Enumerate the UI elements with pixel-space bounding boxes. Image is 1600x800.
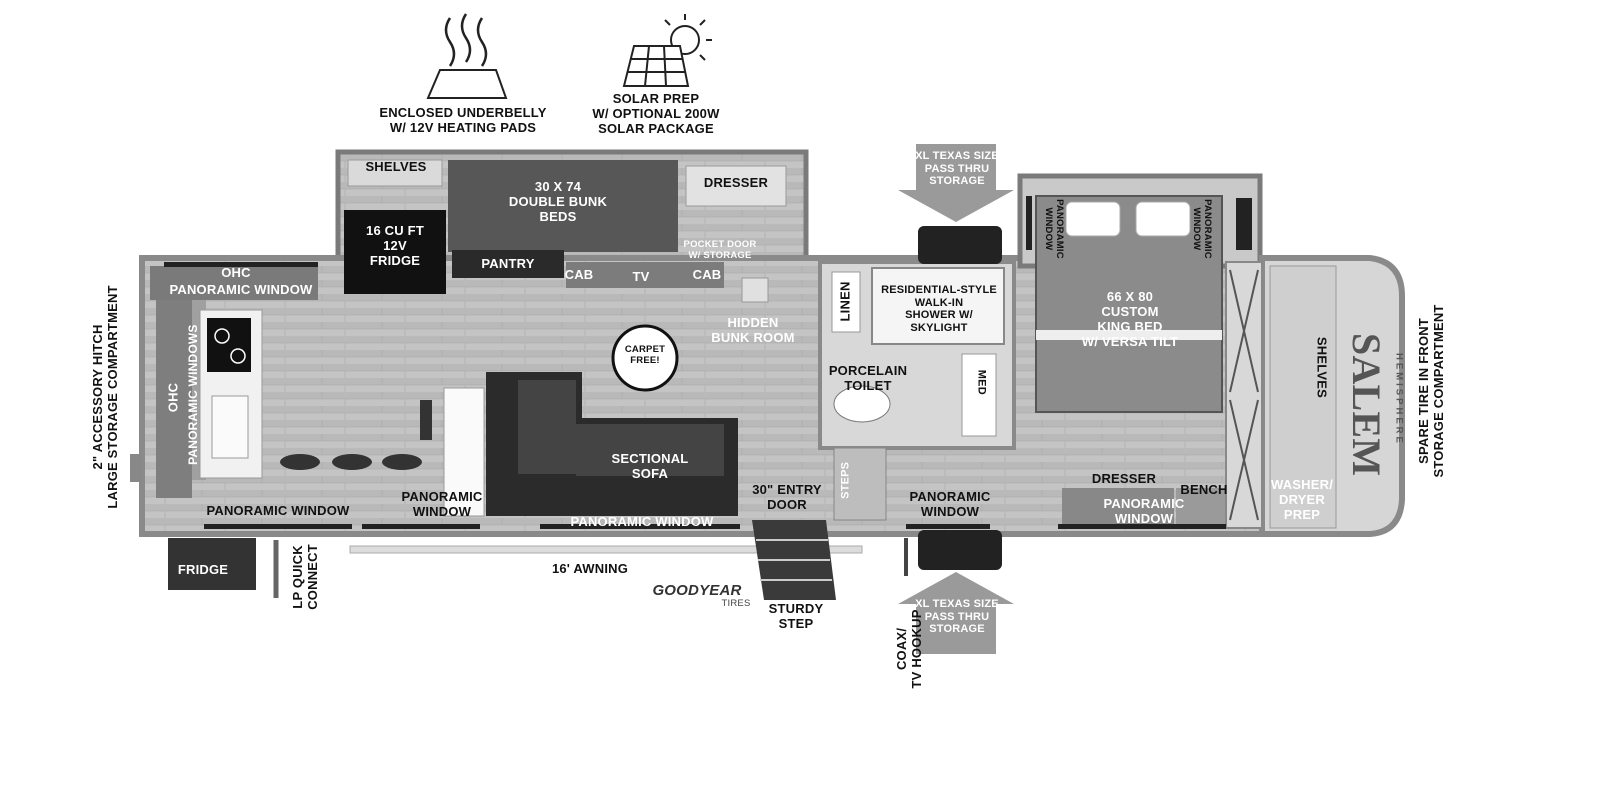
fridge-12v [344, 210, 446, 294]
label-cab-2: CAB [692, 267, 722, 282]
stool-3 [382, 454, 422, 470]
label-spare-tire: SPARE TIRE IN FRONT STORAGE COMPARTMENT [1416, 304, 1446, 478]
label-pocket-door: POCKET DOOR W/ STORAGE [683, 239, 757, 261]
label-coax: COAX/ TV HOOKUP [894, 609, 924, 689]
feature-underbelly: ENCLOSED UNDERBELLY W/ 12V HEATING PADS [379, 105, 547, 135]
label-sturdy-step: STURDY STEP [768, 601, 824, 631]
med-cabinet [961, 353, 997, 437]
label-fridge-12v: 16 CU FT 12V FRIDGE [366, 223, 424, 268]
label-hitch: 2" ACCESSORY HITCH LARGE STORAGE COMPART… [90, 285, 120, 509]
label-panoramic-window-mid: PANORAMIC WINDOW [401, 489, 483, 519]
label-xl-storage-bottom: XL TEXAS SIZE PASS THRU STORAGE [915, 598, 999, 636]
porcelain-toilet [833, 385, 891, 423]
shelves-bunk [347, 159, 443, 187]
dresser-bunk [685, 165, 787, 207]
label-steps: STEPS [839, 461, 852, 499]
label-shelves-front: SHELVES [1314, 336, 1330, 399]
stove-icon [207, 318, 251, 372]
label-shelves-bunk: SHELVES [365, 159, 427, 174]
hidden-bunk-door [741, 277, 769, 303]
dresser-bed [1062, 488, 1174, 524]
linen [831, 271, 861, 333]
label-hidden-bunk: HIDDEN BUNK ROOM [711, 315, 795, 345]
kitchen-island [443, 387, 485, 517]
label-dresser-bunk: DRESSER [703, 175, 769, 190]
label-tv: TV [632, 269, 650, 284]
ohc-side [156, 298, 192, 498]
label-lp-connect: LP QUICK CONNECT [290, 544, 320, 610]
goodyear-tires-text: TIRES [721, 598, 751, 609]
label-panoramic-windows-side: PANORAMIC WINDOWS [186, 324, 201, 465]
label-carpet-free: CARPET FREE! [624, 344, 666, 366]
chair [420, 400, 432, 440]
label-bunk-beds: 30 X 74 DOUBLE BUNK BEDS [508, 179, 608, 224]
label-sectional-sofa: SECTIONAL SOFA [611, 451, 689, 481]
label-cab-1: CAB [564, 267, 594, 282]
hemisphere-logo: HEMISPHERE [1393, 353, 1405, 446]
xl-storage-top-arrow [898, 144, 1014, 222]
ohc-top [150, 266, 318, 300]
label-ohc-top: OHC [221, 265, 251, 280]
label-ohc-side: OHC [165, 382, 181, 413]
label-king-bed: 66 X 80 CUSTOM KING BED W/ VERSA TILT [1081, 289, 1179, 349]
label-shower: RESIDENTIAL-STYLE WALK-IN SHOWER W/ SKYL… [881, 284, 997, 334]
stool-2 [332, 454, 372, 470]
bench [1176, 488, 1228, 524]
walk-in-shower [871, 267, 1005, 345]
heating-pad-icon [426, 13, 508, 99]
sturdy-step [752, 520, 836, 600]
label-toilet: PORCELAIN TOILET [828, 363, 908, 393]
label-pantry: PANTRY [481, 256, 535, 271]
xl-storage-bottom-box [918, 530, 1002, 570]
feature-solar: SOLAR PREP W/ OPTIONAL 200W SOLAR PACKAG… [592, 91, 720, 136]
label-linen: LINEN [837, 281, 853, 322]
pillow-right [1135, 201, 1191, 237]
label-dresser-bed: DRESSER [1091, 471, 1157, 486]
cabinets-tv [566, 262, 724, 288]
xl-storage-bottom-arrow [898, 572, 1014, 654]
salem-logo: SALEM [1344, 333, 1389, 477]
sink-icon [211, 395, 249, 459]
label-panoramic-bed-left: PANORAMIC WINDOW [1043, 199, 1065, 259]
solar-panel-icon [622, 14, 712, 87]
label-panoramic-bed-right: PANORAMIC WINDOW [1191, 199, 1213, 259]
label-outdoor-fridge: FRIDGE [177, 562, 229, 577]
steps [833, 447, 887, 521]
label-xl-storage-top: XL TEXAS SIZE PASS THRU STORAGE [915, 150, 999, 188]
hitch-marker [130, 454, 142, 482]
xl-storage-top-box [918, 226, 1002, 264]
pillow-left [1065, 201, 1121, 237]
label-awning: 16' AWNING [551, 561, 629, 576]
wardrobe [1225, 261, 1263, 529]
label-panoramic-bottom-left: PANORAMIC WINDOW [206, 503, 350, 518]
label-panoramic-top: PANORAMIC WINDOW [169, 282, 313, 297]
goodyear-logo: GOODYEAR [652, 582, 742, 599]
label-panoramic-bed-bottom: PANORAMIC WINDOW [1103, 496, 1185, 526]
label-bench: BENCH [1180, 482, 1228, 497]
washer-dryer [1269, 265, 1337, 529]
label-panoramic-bath: PANORAMIC WINDOW [909, 489, 991, 519]
label-washer-dryer: WASHER/ DRYER PREP [1270, 477, 1334, 522]
outdoor-fridge [168, 538, 256, 590]
label-med: MED [975, 369, 988, 395]
window-markers [164, 196, 1252, 529]
label-entry-door: 30" ENTRY DOOR [752, 482, 822, 512]
label-panoramic-bottom-sofa: PANORAMIC WINDOW [570, 514, 714, 529]
awning [349, 545, 863, 554]
stool-1 [280, 454, 320, 470]
carpet-free-badge [611, 324, 679, 392]
bunk-beds [448, 160, 678, 252]
pantry [452, 250, 564, 278]
